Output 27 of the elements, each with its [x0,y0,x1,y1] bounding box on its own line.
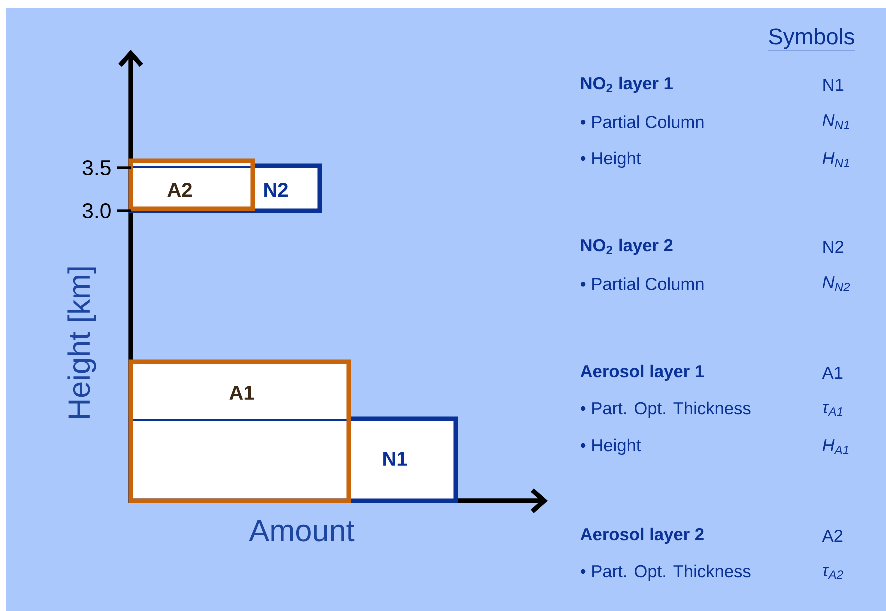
layer-heading: Aerosol layer 2 [580,528,704,544]
layer-heading: Aerosol layer 1 [580,364,704,382]
symbol-text: N$_{N2}$ [822,276,850,292]
symbol-text: N$_{N1}$ [822,114,850,130]
list-item: • Partial Column [580,278,704,290]
symbol-text: A1 [822,367,843,379]
axis-title: Height [km] [68,268,96,418]
list-item: • Height [580,438,642,456]
tick-label: 3.0 [82,203,111,219]
symbol-text: A2 [822,530,843,542]
list-item: • Partial Column [580,116,704,128]
axis-title: Amount [249,520,355,542]
list-item: • Height [580,152,642,168]
layer-box: A2 [128,158,256,212]
list-item: • Part. Opt. Thickness [580,564,751,582]
symbol-text: H$_{A1}$ [822,440,849,454]
list-item: • Part. Opt. Thickness [580,402,751,418]
symbol-text: τ$_{A1}$ [822,404,843,416]
layer-box: A1 [128,360,352,504]
symbol-text: N2 [824,240,844,254]
layer-heading: NO$_{2}$ layer 1 [581,76,673,94]
symbol-text: H$_{N1}$ [822,152,850,168]
tick-label: 3.5 [82,160,111,176]
symbol-text: τ$_{A2}$ [822,566,844,580]
layer-heading: NO$_{2}$ layer 2 [581,238,673,256]
symbol-text: N1 [824,79,844,91]
symbols-heading: Symbols [768,28,856,52]
